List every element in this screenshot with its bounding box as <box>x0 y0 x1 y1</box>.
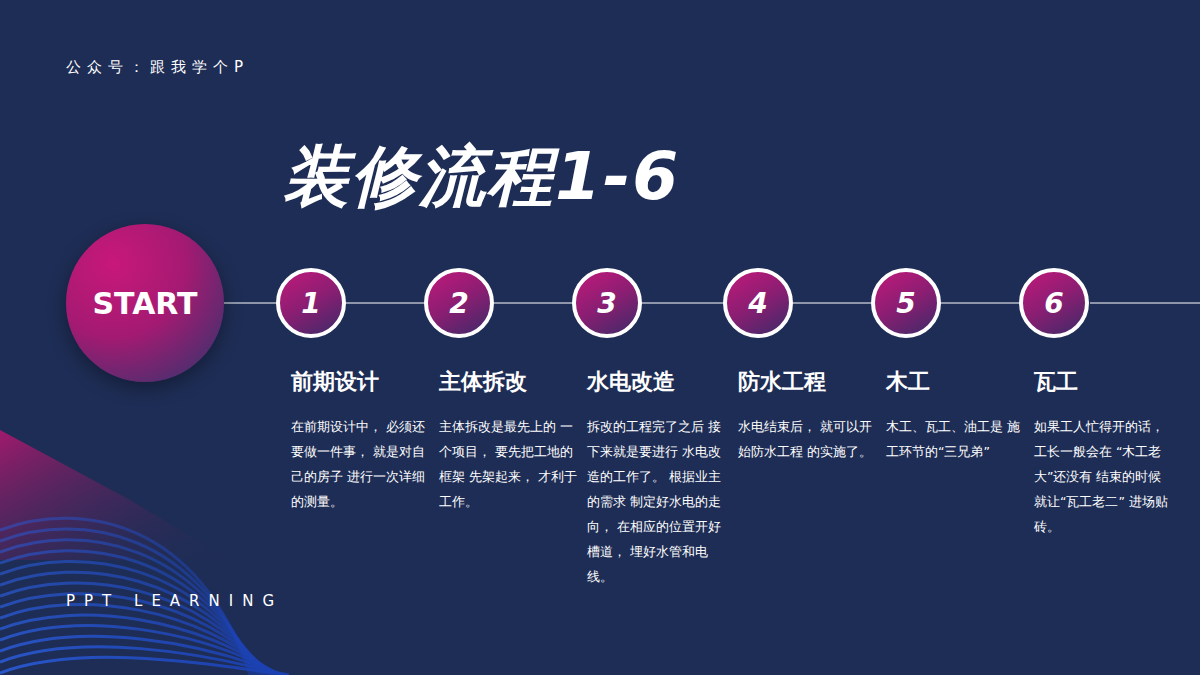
timeline-connector <box>642 303 723 304</box>
timeline-connector <box>941 303 1019 304</box>
wave-stripe <box>0 657 289 675</box>
pink-wedge <box>0 430 230 560</box>
wave-stripe <box>0 615 277 675</box>
step-description: 在前期设计中， 必须还要做一件事， 就是对自己的房子 进行一次详细的测量。 <box>291 414 431 514</box>
step-description: 主体拆改是最先上的 一个项目， 要先把工地的框架 先架起来， 才利于工作。 <box>439 414 579 514</box>
step-heading: 水电改造 <box>587 367 675 397</box>
step-circle: 1前期设计在前期设计中， 必须还要做一件事， 就是对自己的房子 进行一次详细的测… <box>276 268 346 338</box>
step-circle: 4防水工程水电结束后， 就可以开始防水工程 的实施了。 <box>723 268 793 338</box>
step-heading: 木工 <box>886 367 930 397</box>
wave-stripes <box>0 518 289 675</box>
step-number: 6 <box>1023 272 1085 334</box>
timeline-connector <box>793 303 871 304</box>
step-circle: 2主体拆改主体拆改是最先上的 一个项目， 要先把工地的框架 先架起来， 才利于工… <box>424 268 494 338</box>
step-heading: 前期设计 <box>291 367 379 397</box>
watermark: PPT LEARNING <box>66 592 283 610</box>
step-description: 拆改的工程完了之后 接下来就是要进行 水电改造的工作了。 根据业主的需求 制定好… <box>587 414 727 589</box>
start-circle: START <box>66 224 224 382</box>
account-label: 公众号：跟我学个P <box>66 58 249 77</box>
step-circle: 5木工木工、瓦工、油工是 施工环节的“三兄弟” <box>871 268 941 338</box>
timeline-connector <box>346 303 424 304</box>
step-heading: 防水工程 <box>738 367 826 397</box>
step-description: 水电结束后， 就可以开始防水工程 的实施了。 <box>738 414 878 464</box>
step-number: 5 <box>875 272 937 334</box>
step-circle: 6瓦工如果工人忙得开的话， 工长一般会在 “木工老大”还没有 结束的时候 就让“… <box>1019 268 1089 338</box>
step-circle: 3水电改造拆改的工程完了之后 接下来就是要进行 水电改造的工作了。 根据业主的需… <box>572 268 642 338</box>
timeline-tail <box>1090 303 1200 304</box>
timeline-connector <box>224 303 276 304</box>
step-description: 木工、瓦工、油工是 施工环节的“三兄弟” <box>886 414 1026 464</box>
step-number: 1 <box>280 272 342 334</box>
step-heading: 瓦工 <box>1034 367 1078 397</box>
slide-title: 装修流程1-6 <box>283 132 680 222</box>
step-description: 如果工人忙得开的话， 工长一般会在 “木工老大”还没有 结束的时候 就让“瓦工老… <box>1034 414 1174 539</box>
timeline-connector <box>494 303 572 304</box>
start-label: START <box>66 224 224 382</box>
step-heading: 主体拆改 <box>439 367 527 397</box>
step-number: 3 <box>576 272 638 334</box>
step-number: 4 <box>727 272 789 334</box>
step-number: 2 <box>428 272 490 334</box>
